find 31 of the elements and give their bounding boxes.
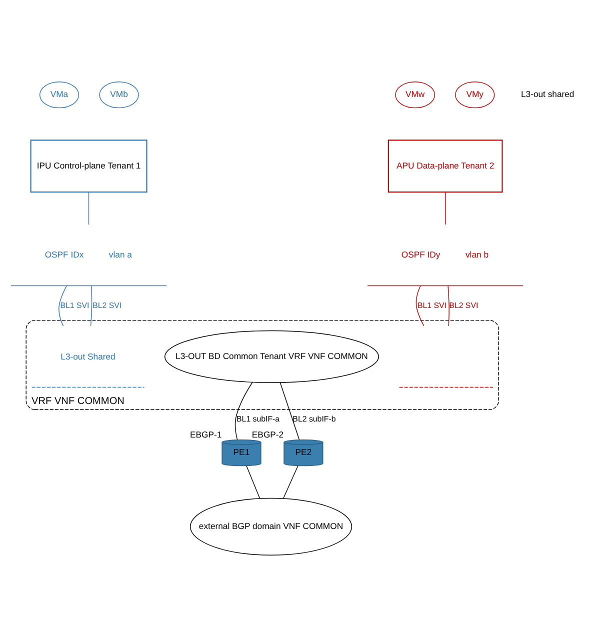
node-text: OSPF IDx vlan a <box>44 249 132 260</box>
node-ellipse: external BGP domain VNF COMMON <box>190 497 352 555</box>
node-ellipse: L3-OUT BD Common Tenant VRF VNF COMMON <box>164 330 379 382</box>
label: L3-out shared <box>520 88 574 99</box>
connector <box>444 191 446 224</box>
node-ellipse: VMa <box>39 81 80 108</box>
edge-label: BL1 SVI <box>60 300 90 310</box>
edge-label: BL2 subIF-b <box>292 414 336 424</box>
node-label: EBGP-1 <box>190 428 222 439</box>
node-box: APU Data-plane Tenant 2 <box>388 139 503 192</box>
connector <box>234 381 253 440</box>
connector <box>88 191 90 224</box>
connector <box>58 285 67 326</box>
node-ellipse: VMw <box>395 81 435 108</box>
connector <box>283 464 298 498</box>
connector <box>246 464 260 498</box>
edge-label: BL2 SVI <box>92 300 122 310</box>
connector <box>448 284 450 326</box>
edge-label: BL1 subIF-a <box>236 414 280 424</box>
node-label: EBGP-2 <box>252 428 284 439</box>
node-ellipse: VMy <box>455 81 495 108</box>
connector <box>280 382 300 440</box>
node-text: OSPF IDy vlan b <box>401 249 489 260</box>
node-ellipse: VMb <box>99 81 139 108</box>
edge-label: BL1 SVI <box>417 300 447 310</box>
edge-label: BL2 SVI <box>449 300 478 310</box>
node-box: IPU Control-plane Tenant 1 <box>30 139 148 192</box>
connector <box>90 284 92 326</box>
connector <box>416 284 424 326</box>
node-text: L3-out Shared <box>60 350 116 361</box>
node-bar <box>398 386 494 388</box>
